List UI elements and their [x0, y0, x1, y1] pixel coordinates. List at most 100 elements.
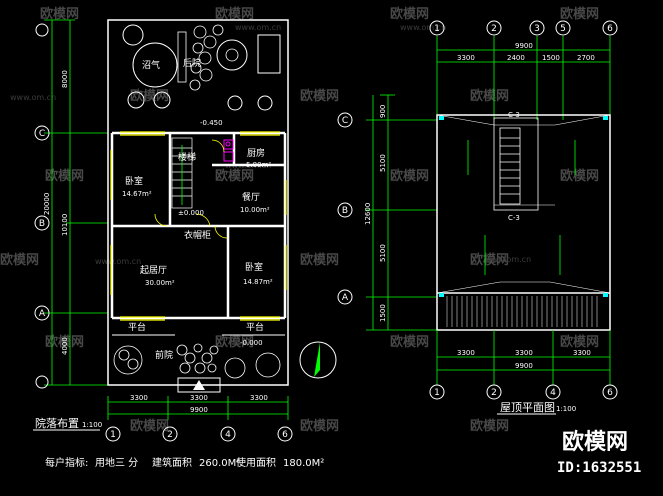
biogas-tank [132, 42, 178, 88]
room-name-bedroom: 卧室 [125, 175, 143, 187]
watermark: 欧模网 [390, 334, 429, 350]
watermark-url: www.om.cn [485, 255, 531, 264]
roof-plan-bottom-dimensions [436, 330, 611, 385]
stone-stool-icon [257, 95, 273, 111]
room-name-terrace-2: 平台 [246, 321, 264, 333]
drainage-arrows [467, 140, 576, 275]
watermark: 欧模网 [215, 334, 254, 350]
watermark: 欧模网 [215, 6, 254, 22]
watermark-url: www.om.cn [400, 23, 446, 32]
axis-label: 4 [550, 388, 556, 398]
dimension-label: 8000 [61, 70, 69, 88]
garage-block [257, 34, 281, 74]
watermark: 欧模网 [560, 6, 599, 22]
dimension-label: 3300 [250, 394, 268, 402]
house-walls [110, 131, 287, 320]
entrance-gate [177, 377, 221, 393]
dimension-label: 2400 [507, 54, 525, 62]
axis-label: 2 [167, 430, 173, 440]
axis-label: A [39, 309, 46, 319]
axis-bubble-empty [35, 375, 49, 389]
eave-hatch [446, 296, 598, 327]
back-yard-tree-cluster [189, 24, 224, 91]
note-building-area-label: 建筑面积 [152, 456, 192, 469]
axis-label: 6 [282, 430, 288, 440]
axis-bubble-2: 2 [486, 20, 502, 36]
note-land: 用地三 分 [95, 456, 138, 469]
roof-slope-lines [436, 114, 611, 294]
roof-plan: 1 2 3 5 6 9900 3300 2400 [337, 20, 618, 415]
axis-bubble-6: 6 [277, 426, 293, 442]
kitchen-fixtures [223, 139, 234, 162]
note-usable-area-label: 使用面积 [236, 456, 276, 469]
axis-label: 6 [607, 388, 613, 398]
room-area-living: 30.00m² [145, 279, 175, 287]
room-name-dining: 餐厅 [242, 191, 260, 203]
entrance-arrow-icon [193, 380, 205, 390]
dimension-label: 900 [379, 105, 387, 118]
dimension-label: 3300 [190, 394, 208, 402]
dimension-label: 3300 [130, 394, 148, 402]
dimension-label: 2700 [577, 54, 595, 62]
room-label: 后院 [183, 57, 201, 69]
level-mark: -0.000 [240, 339, 263, 347]
axis-bubble-1: 1 [429, 384, 445, 400]
watermark-url: www.om.cn [95, 257, 141, 266]
axis-bubble-4: 4 [220, 426, 236, 442]
axis-label: 2 [491, 24, 497, 34]
brand-stamp: 欧模网 ID:1632551 [557, 429, 641, 476]
dimension-label: 5100 [379, 244, 387, 262]
room-label: 沼气 [142, 59, 160, 71]
room-name-kitchen: 厨房 [247, 147, 265, 159]
axis-label: B [342, 206, 348, 216]
brand-name: 欧模网 [562, 429, 628, 455]
site-plan-title: 院落布置 [35, 416, 79, 430]
roof-plan-scale: 1:100 [556, 405, 576, 413]
axis-bubble-A: A [34, 305, 50, 321]
watermark: 欧模网 [470, 88, 509, 104]
stone-stool-icon [153, 91, 171, 109]
note-usable-area: 180.0M² [283, 458, 324, 469]
axis-bubble-A: A [337, 289, 353, 305]
site-plan: 8000 10100 4000 20000 C B A 沼气 [33, 19, 337, 442]
watermark: 欧模网 [0, 252, 39, 268]
axis-label: 1 [434, 388, 440, 398]
site-plan-bottom-dimensions [107, 396, 289, 420]
watermark: 欧模网 [390, 168, 429, 184]
level-mark: -0.450 [200, 119, 223, 127]
note-building-area: 260.0M² [199, 458, 240, 469]
axis-label: 4 [225, 430, 231, 440]
north-arrow-icon [299, 341, 337, 379]
level-mark: ±0.000 [178, 209, 204, 217]
watermark: 欧模网 [390, 6, 429, 22]
front-yard [113, 343, 281, 379]
brand-id: ID:1632551 [557, 460, 641, 476]
stone-stool-icon [227, 95, 243, 111]
shrub-icon [122, 24, 144, 46]
section-mark: C-3 [508, 214, 520, 222]
axis-bubble-6: 6 [602, 384, 618, 400]
site-plan-scale: 1:100 [82, 421, 102, 429]
room-area-bedroom: 14.67m² [122, 190, 152, 198]
dimension-label: 3300 [457, 349, 475, 357]
room-area-dining: 10.00m² [240, 206, 270, 214]
axis-label: B [39, 219, 45, 229]
dimension-label: 10100 [61, 214, 69, 236]
watermark: 欧模网 [130, 88, 169, 104]
room-name-terrace: 平台 [128, 321, 146, 333]
axis-bubble-C: C [337, 112, 353, 128]
stair-tower [493, 117, 539, 211]
watermark-layer: 欧模网 欧模网 欧模网 欧模网 www.om.cn www.om.cn 欧模网 … [0, 6, 599, 434]
room-label: 楼梯 [178, 151, 196, 163]
axis-label: C [39, 129, 45, 139]
roof-plan-left-dimensions [366, 94, 437, 331]
back-yard: 沼气 后院 [122, 24, 281, 111]
windows [110, 131, 287, 321]
axis-bubble-1: 1 [105, 426, 121, 442]
stone-stool-icon [127, 91, 145, 109]
note-prefix: 每户指标: [45, 456, 88, 469]
axis-bubble-B: B [34, 215, 50, 231]
axis-label: 1 [434, 24, 440, 34]
axis-bubble-1: 1 [429, 20, 445, 36]
